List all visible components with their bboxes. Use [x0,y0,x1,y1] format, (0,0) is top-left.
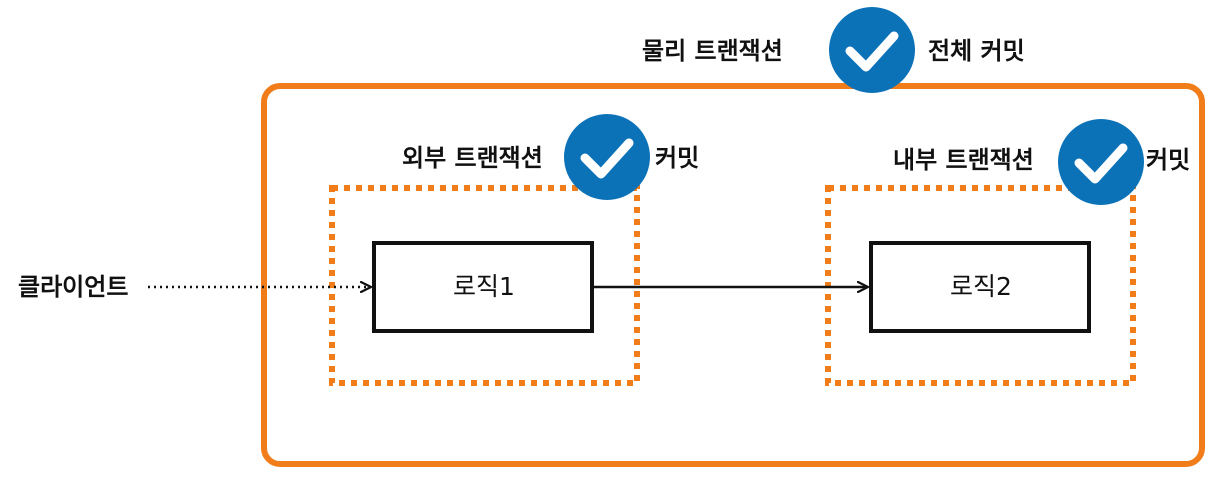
outer-transaction-box [329,185,640,386]
physical-transaction-label: 물리 트랜잭션 [642,37,783,65]
inner-transaction-label: 내부 트랜잭션 [893,146,1034,174]
outer-transaction-result: 커밋 [655,144,700,172]
inner-transaction-result: 커밋 [1146,146,1191,174]
outer-transaction-label: 외부 트랜잭션 [402,144,543,172]
logic2-box [869,241,1091,333]
physical-check-icon [829,7,915,93]
logic1-label: 로직1 [453,272,515,301]
inner-transaction-box [825,185,1136,386]
outer-check-icon [564,114,650,200]
logic1-box [372,241,594,333]
client-label: 클라이언트 [18,273,129,301]
physical-transaction-result: 전체 커밋 [928,37,1025,65]
physical-transaction-box [261,83,1205,467]
logic2-label: 로직2 [950,272,1012,301]
inner-check-icon [1058,119,1144,205]
